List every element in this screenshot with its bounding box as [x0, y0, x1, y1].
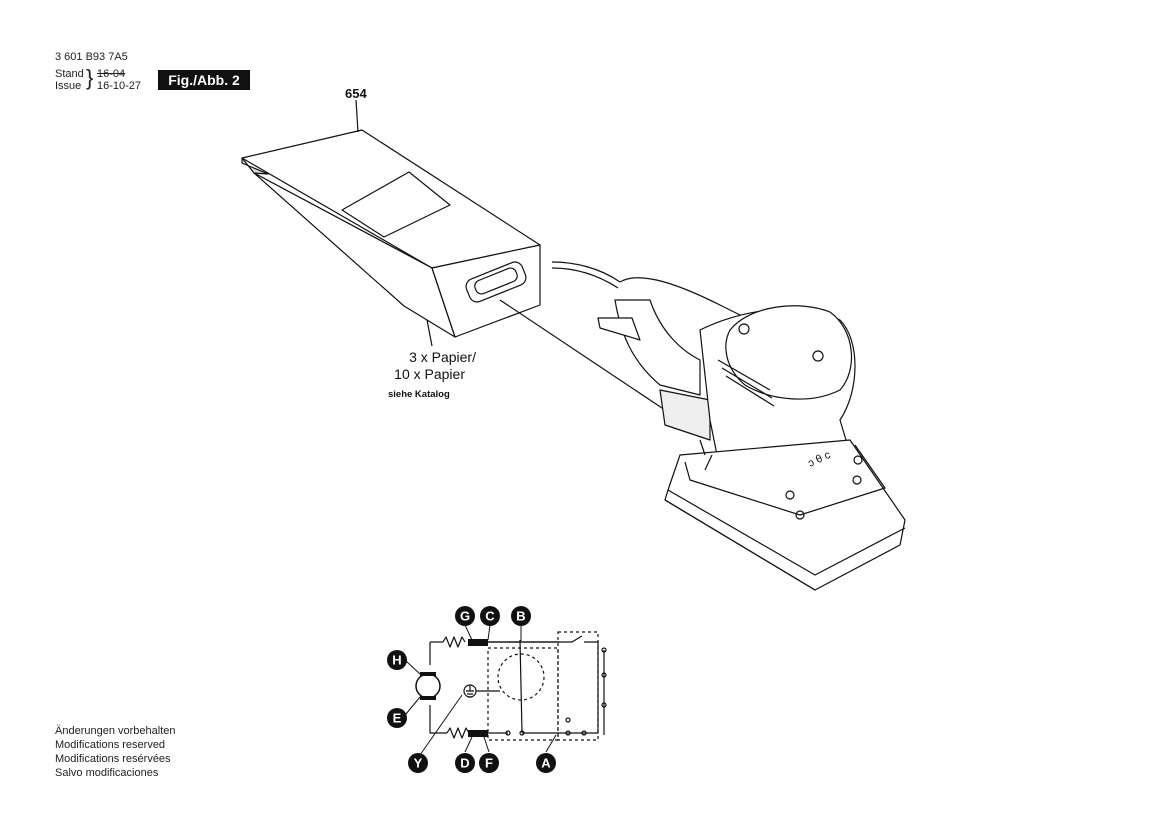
- issue-date: 16-10-27: [97, 80, 142, 92]
- sander-illustration: [551, 261, 906, 591]
- callout-badge-d: [455, 753, 475, 773]
- stand-date: 16-04: [97, 68, 126, 80]
- callout-letter-c: C: [485, 609, 495, 624]
- callout-letter-y: Y: [414, 756, 423, 771]
- callout-badge-h: [387, 650, 407, 670]
- callout-badge-f: [479, 753, 499, 773]
- callout-badge-g: [455, 606, 475, 626]
- callout-badge-a: [536, 753, 556, 773]
- wiring-diagram: [429, 631, 607, 741]
- note-line: Salvo modificaciones: [55, 767, 159, 779]
- callout-badge-b: [511, 606, 531, 626]
- issue-label: Issue: [55, 80, 82, 92]
- dust-bag-qty-line2: 10 x Papier: [394, 366, 465, 382]
- callout-letter-e: E: [393, 711, 402, 726]
- dust-bag-qty-line1: 3 x Papier/: [409, 349, 476, 365]
- stand-label: Stand: [55, 68, 84, 80]
- callout-letter-a: A: [541, 756, 551, 771]
- dust-bag-illustration: [241, 99, 681, 421]
- note-line: Modifications resérvées: [55, 753, 171, 765]
- callout-letter-d: D: [460, 756, 469, 771]
- document-part-number: 3 601 B93 7A5: [55, 51, 128, 63]
- note-line: Modifications reserved: [55, 739, 166, 751]
- choke-coil-top: [468, 639, 488, 646]
- callout-letter-g: G: [460, 609, 470, 624]
- brace-symbol: }: [86, 65, 94, 90]
- choke-coil-bottom: [468, 730, 488, 737]
- notes-block: Änderungen vorbehalten Modifications res…: [55, 724, 175, 780]
- motor-symbol: [415, 672, 441, 700]
- dust-bag-part-number: 654: [345, 86, 367, 101]
- note-line: Änderungen vorbehalten: [55, 725, 176, 737]
- callout-letter-b: B: [516, 609, 525, 624]
- catalog-note: siehe Katalog: [388, 389, 450, 400]
- figure-label: Fig./Abb. 2: [158, 70, 250, 90]
- callout-letter-f: F: [485, 756, 493, 771]
- callout-badge-c: [480, 606, 500, 626]
- callout-badge-y: [408, 753, 428, 773]
- callout-badge-e: [387, 708, 407, 728]
- callout-letter-h: H: [392, 653, 401, 668]
